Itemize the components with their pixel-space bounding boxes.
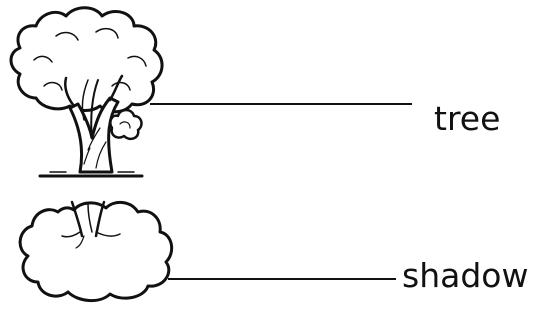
tree-icon xyxy=(11,8,162,176)
shadow-label: shadow xyxy=(402,259,528,292)
shadow-icon xyxy=(20,202,172,301)
tree-leaf-cluster xyxy=(110,110,141,139)
tree-label: tree xyxy=(434,102,500,135)
shadow-canopy xyxy=(20,202,172,300)
